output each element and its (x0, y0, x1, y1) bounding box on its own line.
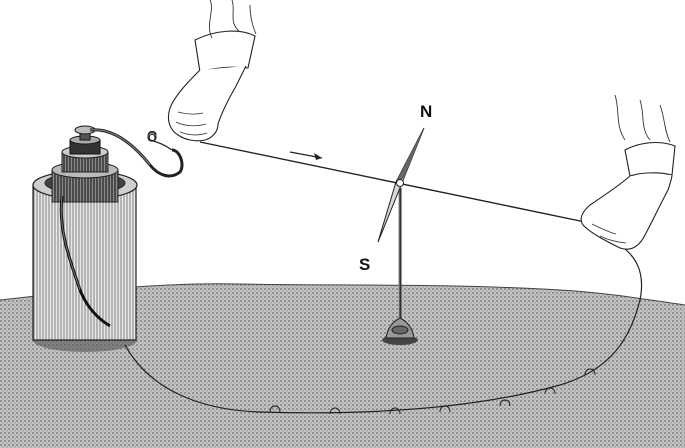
right-hand-icon (580, 94, 676, 250)
compass-needle-icon (377, 127, 425, 345)
wire-icon (124, 130, 643, 415)
south-pole-label: S (359, 255, 371, 274)
current-arrow-icon (289, 151, 323, 160)
north-pole-label: N (420, 102, 433, 121)
table-surface (0, 283, 685, 448)
battery-icon (32, 125, 184, 352)
left-hand-icon (167, 0, 257, 142)
